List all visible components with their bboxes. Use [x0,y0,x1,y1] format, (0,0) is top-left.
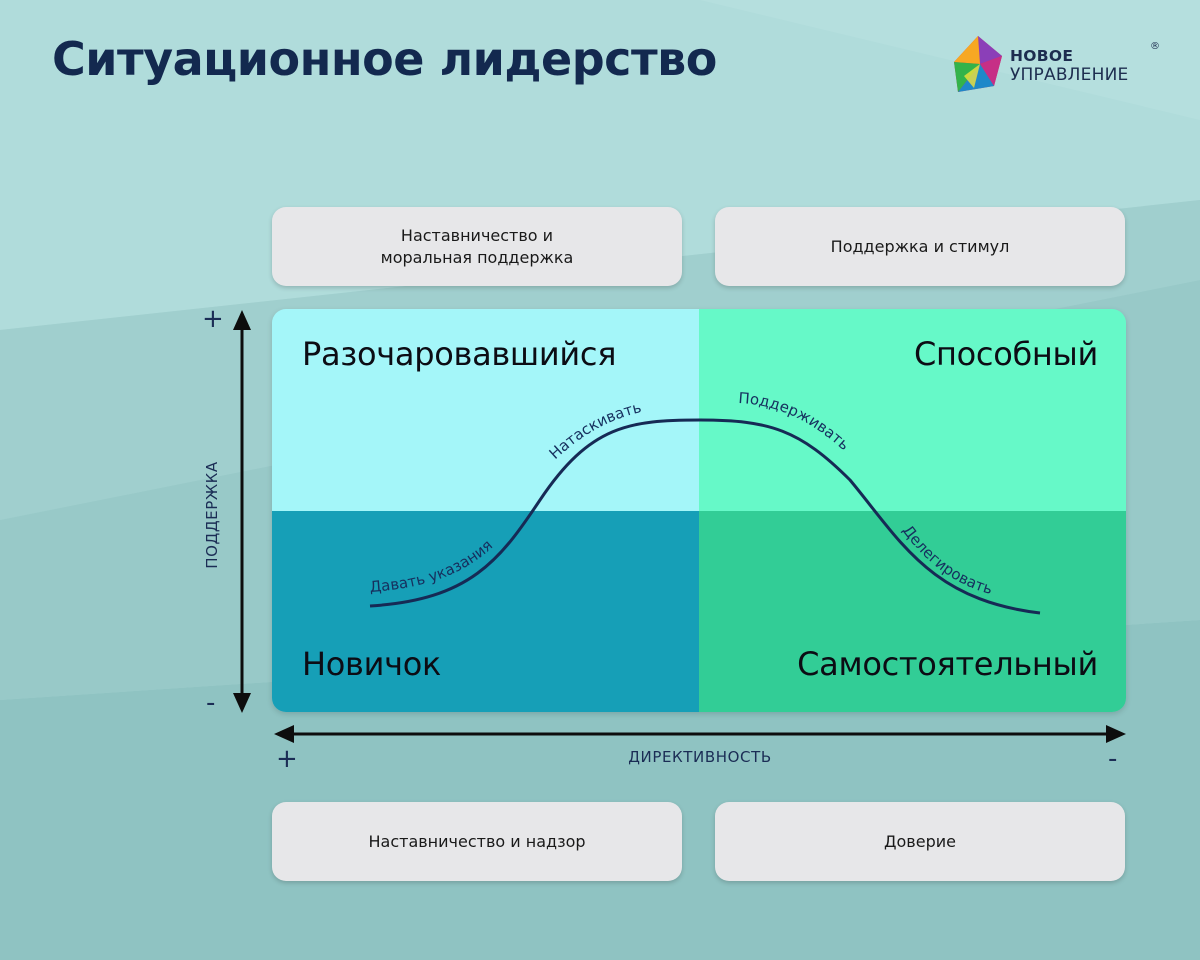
quadrant-disillusioned: Разочаровавшийся [272,309,699,511]
registered-mark: ® [1150,41,1160,52]
directive-axis-label: ДИРЕКТИВНОСТЬ [628,748,772,766]
style-box-support-stimulus: Поддержка и стимул [715,207,1125,286]
style-box-text: Поддержка и стимул [830,236,1010,256]
directive-axis-minus: - [1108,744,1118,774]
logo-text-top: НОВОЕ [1010,47,1074,65]
quadrant-label-novice: Новичок [302,645,442,683]
style-box-mentoring-supervision: Наставничество и надзор [272,802,682,881]
style-box-mentoring-support: Наставничество и моральная поддержка [272,207,682,286]
prism-logo-icon [954,36,1002,92]
directive-axis-plus: + [276,744,298,774]
brand-logo: НОВОЕ УПРАВЛЕНИЕ ® [954,36,1174,100]
support-axis-plus: + [202,304,224,334]
style-box-text: Наставничество и надзор [368,831,586,851]
quadrant-label-disillusioned: Разочаровавшийся [302,335,617,373]
page-title: Ситуационное лидерство [52,32,717,86]
style-box-text: Доверие [884,831,956,851]
logo-text-bottom: УПРАВЛЕНИЕ [1010,65,1129,85]
support-axis-minus: - [206,688,216,718]
style-box-trust: Доверие [715,802,1125,881]
quadrant-label-capable: Способный [913,335,1098,373]
support-axis-label: ПОДДЕРЖКА [203,461,221,569]
quadrant-capable: Способный [699,309,1126,511]
style-box-text: Наставничество и моральная поддержка [380,225,574,267]
leadership-matrix: Разочаровавшийся Способный Новичок Самос… [272,309,1126,712]
quadrant-label-independent: Самостоятельный [797,645,1098,683]
